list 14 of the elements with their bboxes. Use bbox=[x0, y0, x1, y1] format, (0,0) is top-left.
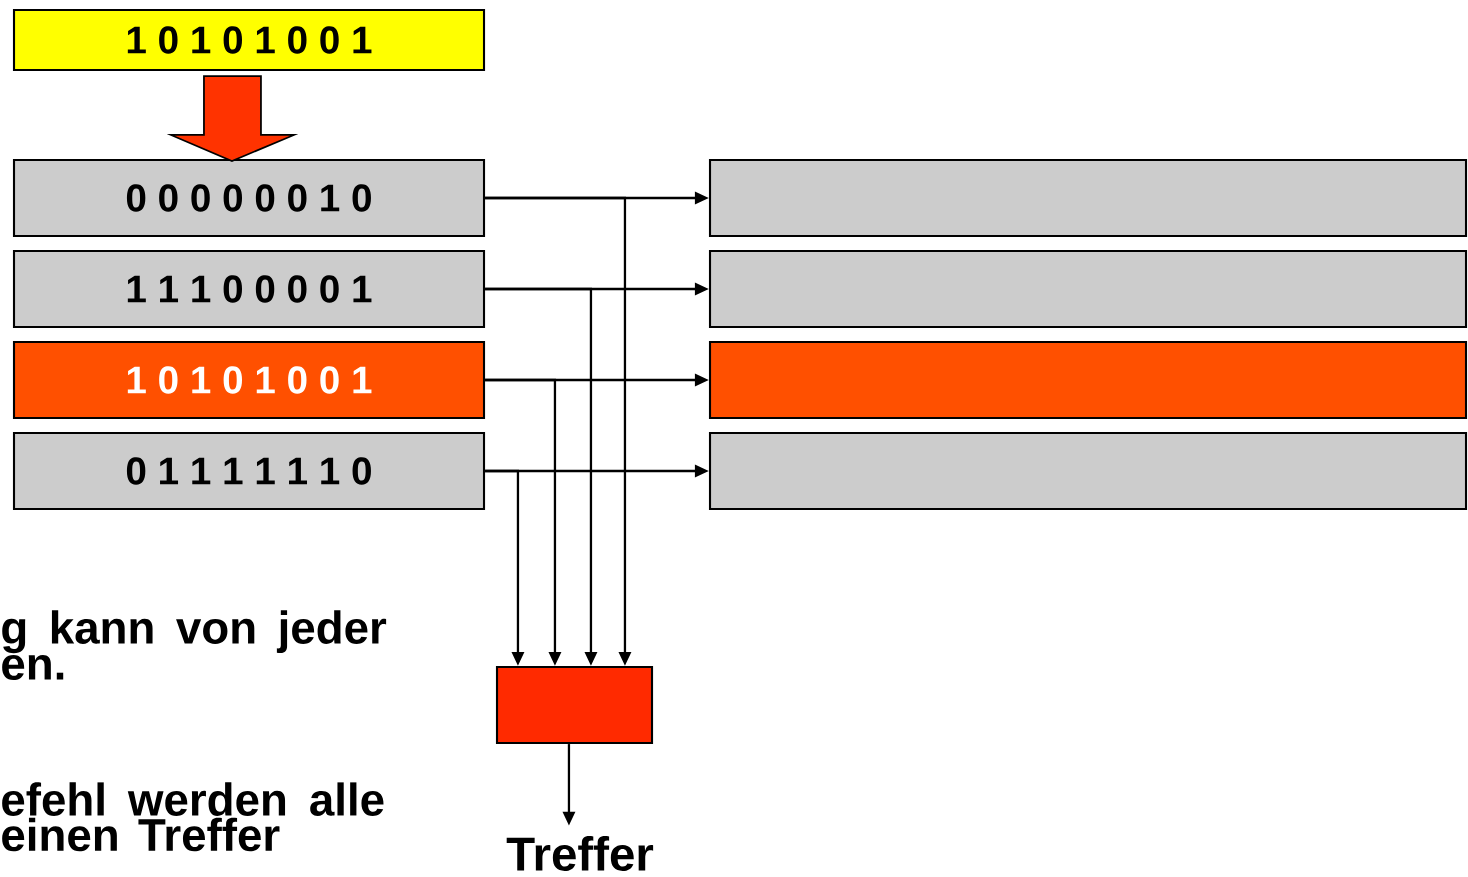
register-box: 0 1 1 1 1 1 1 0 bbox=[12, 431, 486, 511]
register-box: 1 0 1 0 1 0 0 1 bbox=[12, 340, 486, 420]
data-box bbox=[708, 158, 1468, 238]
block-arrow bbox=[166, 75, 299, 162]
register-box: 1 1 1 0 0 0 0 1 bbox=[12, 249, 486, 329]
input-box: 1 0 1 0 1 0 0 1 bbox=[12, 8, 486, 72]
note-text: efehl werden alle einen Treffer bbox=[2, 782, 384, 852]
comparator-box bbox=[495, 665, 654, 745]
data-box bbox=[708, 340, 1468, 420]
data-box bbox=[708, 249, 1468, 329]
register-box: 0 0 0 0 0 0 1 0 bbox=[12, 158, 486, 238]
note-text: g kann von jeder en. bbox=[2, 610, 387, 680]
output-label: Treffer bbox=[506, 836, 654, 871]
data-box bbox=[708, 431, 1468, 511]
